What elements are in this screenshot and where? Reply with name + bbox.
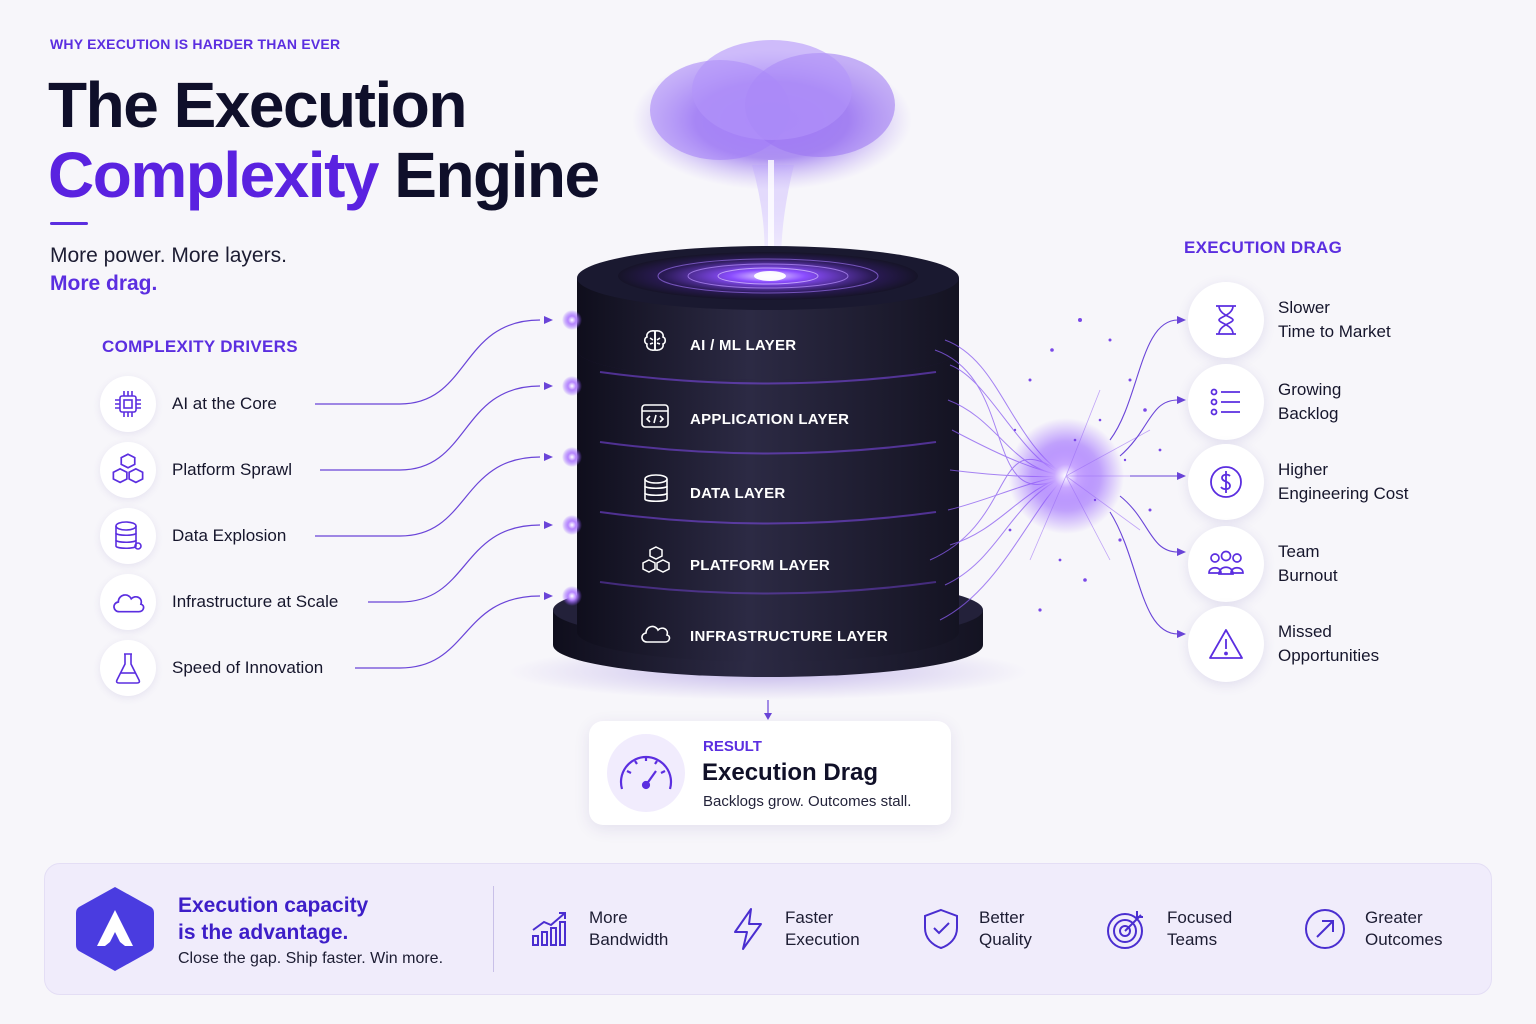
benefit-line-1: Focused [1167, 908, 1233, 927]
result-arrowhead [764, 713, 772, 720]
benefit-focused-teams: Focused Teams [1105, 904, 1277, 954]
drag-line-2: Burnout [1278, 566, 1338, 585]
title-rule [50, 222, 88, 225]
drag-line-1: Team [1278, 542, 1320, 561]
drag-line-1: Growing [1278, 380, 1342, 399]
shield-check-icon [924, 908, 958, 950]
drag-slower-time-to-market: Slower Time to Market [1188, 282, 1458, 358]
driver-connectors [315, 319, 541, 669]
footer-divider [493, 886, 494, 972]
driver-infrastructure-at-scale: Infrastructure at Scale [100, 574, 338, 630]
result-caption: Backlogs grow. Outcomes stall. [703, 793, 912, 810]
entry-glows [562, 310, 582, 606]
particles [1008, 318, 1162, 612]
flask-icon [100, 640, 156, 696]
benefit-line-1: Faster [785, 908, 834, 927]
cloud-icon [638, 620, 672, 651]
cloud-plume [632, 40, 912, 280]
drag-higher-engineering-cost: Higher Engineering Cost [1188, 444, 1458, 520]
drag-arrowheads [1177, 316, 1186, 638]
drag-growing-backlog: Growing Backlog [1188, 364, 1458, 440]
driver-data-explosion: Data Explosion [100, 508, 286, 564]
driver-ai-at-the-core: AI at the Core [100, 376, 277, 432]
driver-speed-of-innovation: Speed of Innovation [100, 640, 323, 696]
benefit-line-1: Better [979, 908, 1025, 927]
benefit-greater-outcomes: Greater Outcomes [1303, 904, 1475, 954]
driver-label: Data Explosion [172, 526, 287, 545]
benefit-more-bandwidth: More Bandwidth [529, 904, 699, 954]
footer-headline-1: Execution capacity [178, 894, 369, 917]
benefit-faster-execution: Faster Execution [729, 904, 895, 954]
hourglass-icon [1188, 282, 1264, 358]
eyebrow-text: WHY EXECUTION IS HARDER THAN EVER [50, 36, 341, 52]
gauge-icon [607, 734, 685, 812]
benefit-line-2: Outcomes [1365, 930, 1443, 949]
dollar-icon [1188, 444, 1264, 520]
subtitle-line-2: More drag. [50, 272, 158, 295]
bar-chart-icon [532, 912, 566, 946]
footer-headline-2: is the advantage. [178, 921, 349, 944]
cloud-icon [100, 574, 156, 630]
subtitle-line-1: More power. More layers. [50, 244, 287, 267]
driver-label: AI at the Core [172, 394, 277, 413]
footer-banner: Execution capacity is the advantage. Clo… [44, 863, 1492, 995]
benefit-line-1: Greater [1365, 908, 1423, 927]
driver-label: Speed of Innovation [172, 658, 324, 677]
drag-line-1: Slower [1278, 298, 1330, 317]
driver-label: Platform Sprawl [172, 460, 292, 479]
database-icon [100, 508, 156, 564]
drag-line-2: Backlog [1278, 404, 1339, 423]
title-line-1: The Execution [48, 69, 467, 141]
benefit-line-2: Execution [785, 930, 860, 949]
result-kicker: RESULT [703, 738, 762, 755]
lightning-icon [734, 908, 762, 950]
cubes-icon [100, 442, 156, 498]
layer-label-platform: PLATFORM LAYER [690, 557, 831, 574]
page-title: The Execution Complexity Engine [48, 69, 600, 211]
brand-logo-icon [73, 884, 157, 979]
brain-icon [640, 326, 670, 361]
drivers-heading: COMPLEXITY DRIVERS [102, 337, 298, 356]
footer-tagline: Close the gap. Ship faster. Win more. [178, 950, 444, 967]
driver-label: Infrastructure at Scale [172, 592, 339, 611]
cubes-icon [640, 545, 672, 582]
benefit-line-2: Quality [979, 930, 1032, 949]
drag-line-2: Time to Market [1278, 322, 1391, 341]
drag-line-2: Opportunities [1278, 646, 1380, 665]
arrow-up-right-icon [1305, 909, 1345, 949]
layer-label-application: APPLICATION LAYER [690, 411, 850, 428]
warning-icon [1188, 606, 1264, 682]
layer-label-data: DATA LAYER [690, 485, 786, 502]
title-accent-word: Complexity [48, 139, 379, 211]
team-icon [1188, 526, 1264, 602]
target-icon [1107, 911, 1143, 949]
connector-arrowheads [544, 316, 553, 600]
title-rest: Engine [377, 139, 600, 211]
layer-label-infrastructure: INFRASTRUCTURE LAYER [690, 628, 888, 645]
result-title: Execution Drag [702, 759, 879, 786]
benefit-better-quality: Better Quality [921, 904, 1089, 954]
drag-connectors [1109, 319, 1179, 635]
chip-icon [100, 376, 156, 432]
drag-team-burnout: Team Burnout [1188, 526, 1458, 602]
database-icon [642, 473, 670, 510]
drag-line-1: Higher [1278, 460, 1329, 479]
drag-missed-opportunities: Missed Opportunities [1188, 606, 1458, 682]
drag-heading: EXECUTION DRAG [1184, 238, 1343, 257]
list-icon [1188, 364, 1264, 440]
benefit-line-1: More [589, 908, 628, 927]
layer-label-ai-ml: AI / ML LAYER [690, 337, 797, 354]
disc-stack [577, 246, 959, 662]
drag-line-1: Missed [1278, 622, 1332, 641]
title-line-2: Complexity Engine [48, 139, 600, 211]
benefit-line-2: Teams [1167, 930, 1218, 949]
result-card: RESULT Execution Drag Backlogs grow. Out… [589, 721, 951, 825]
driver-platform-sprawl: Platform Sprawl [100, 442, 292, 498]
benefit-line-2: Bandwidth [589, 930, 669, 949]
drag-line-2: Engineering Cost [1278, 484, 1409, 503]
code-window-icon [640, 402, 670, 435]
